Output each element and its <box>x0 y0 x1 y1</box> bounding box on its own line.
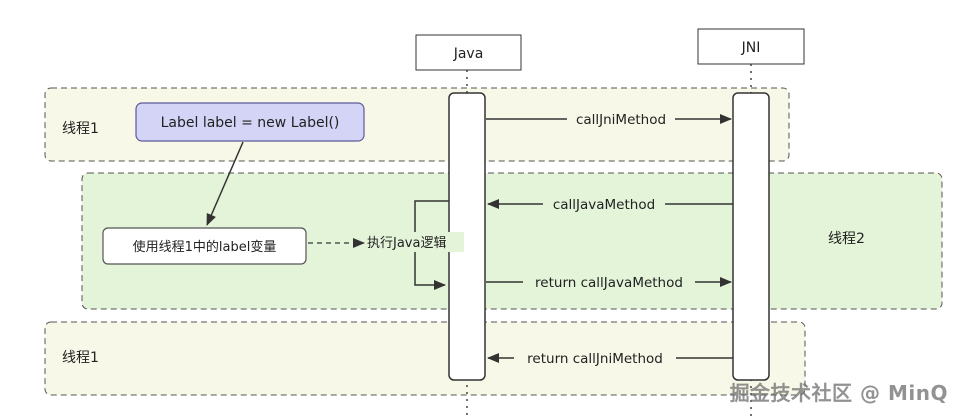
java-participant-box <box>415 34 522 71</box>
exec-java-label-bg <box>366 232 464 252</box>
java-participant-label: Java <box>453 46 484 62</box>
code-to-use-arrow <box>206 141 244 226</box>
thread1-bottom-region <box>44 321 806 396</box>
return-call-java-label-bg <box>523 272 695 291</box>
use-label-text: 使用线程1中的label变量 <box>133 239 277 255</box>
call-jni-text: callJniMethod <box>576 112 666 128</box>
use-label-box <box>102 227 307 265</box>
call-java-text: callJavaMethod <box>553 197 655 213</box>
jni-participant-box <box>697 28 805 65</box>
label-code-box <box>135 102 365 142</box>
watermark: 掘金技术社区 @ MinQ <box>729 381 948 405</box>
jni-activation-bar <box>732 92 770 381</box>
return-call-java-text: return callJavaMethod <box>535 275 683 291</box>
return-call-jni-label-bg <box>514 349 676 368</box>
return-call-jni-text: return callJniMethod <box>527 351 663 367</box>
exec-java-text: 执行Java逻辑 <box>367 236 446 251</box>
call-java-label-bg <box>543 195 665 214</box>
thread2-region <box>81 172 943 310</box>
thread2-label: 线程2 <box>828 231 865 247</box>
thread1-bottom-label: 线程1 <box>62 350 99 366</box>
thread1-top-label: 线程1 <box>62 121 99 137</box>
jni-participant-label: JNI <box>741 40 761 56</box>
call-jni-label-bg <box>567 110 675 129</box>
label-code-text: Label label = new Label() <box>161 115 340 131</box>
